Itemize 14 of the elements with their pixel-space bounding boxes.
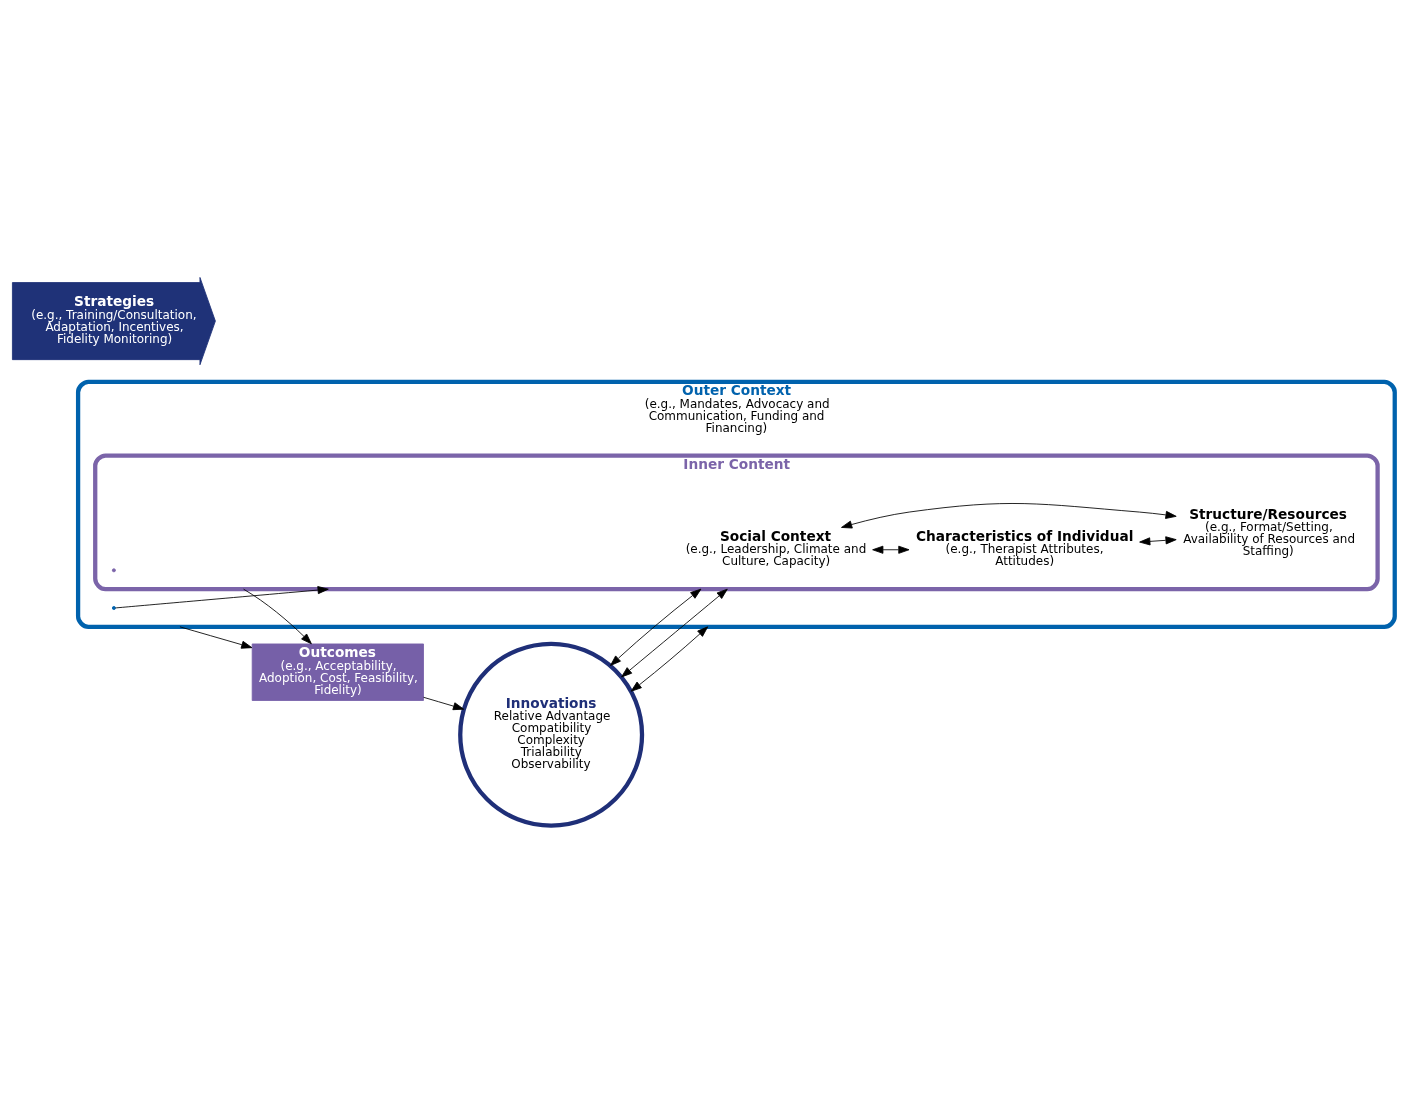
arrow	[841, 503, 1177, 529]
arrow	[115, 586, 329, 609]
node-text: Structure/Resources (e.g., Format/Setting, Availability of Resources and Staffing)	[1183, 505, 1356, 559]
arrow	[243, 588, 312, 645]
arrow	[621, 588, 728, 678]
arrow	[630, 626, 709, 692]
node-text: Characteristics of Individual (e.g., Therapist Attributes, Attitudes)	[916, 528, 1134, 569]
node-box: Outcomes (e.g., Acceptability, Adoption, Cost, Feasibility, Fidelity)	[251, 643, 424, 701]
arrow	[423, 696, 465, 711]
arrow	[872, 545, 910, 554]
arrow	[610, 588, 702, 666]
arrow	[179, 626, 253, 649]
node-text: Social Context (e.g., Leadership, Climate and Culture, Capacity)	[685, 528, 867, 569]
arrow	[1139, 536, 1177, 546]
